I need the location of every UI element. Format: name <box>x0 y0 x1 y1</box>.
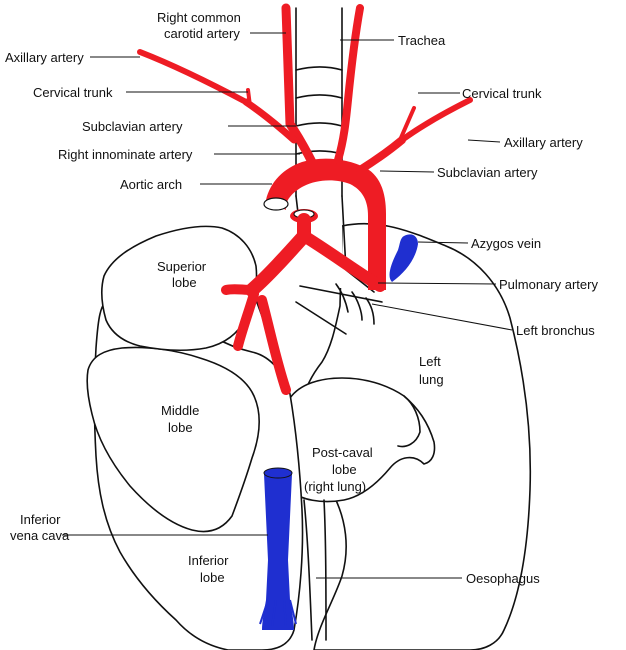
bronchus-ring-1 <box>335 283 349 313</box>
label-right-innominate-artery: Right innominate artery <box>58 147 193 162</box>
left-common-carotid-artery <box>334 4 364 164</box>
trachea-ring-3 <box>295 122 343 127</box>
right-pulmonary-branch-lower <box>257 295 291 395</box>
trachea-ring-1 <box>295 66 343 71</box>
label-post-caval-line1: Post-caval <box>312 445 373 460</box>
right-pulmonary-branch-upper <box>221 284 257 295</box>
label-aortic-arch: Aortic arch <box>120 177 182 192</box>
label-subclavian-artery-right-side: Subclavian artery <box>437 165 538 180</box>
label-superior-lobe-line2: lobe <box>172 275 197 290</box>
label-inferior-lobe-line1: Inferior <box>188 553 229 568</box>
labels: Right common carotid artery Trachea Axil… <box>5 10 598 586</box>
vena-cava-branches <box>259 599 297 627</box>
leader-axillary-right-side <box>467 139 501 143</box>
oesophagus-right-wall <box>323 499 327 641</box>
label-post-caval-line2: lobe <box>332 462 357 477</box>
left-axillary-artery <box>399 97 473 143</box>
inferior-vena-cava-shape <box>262 469 294 630</box>
oesophagus-left-wall <box>303 499 313 641</box>
right-pulmonary-branch-middle <box>233 289 259 351</box>
trachea-ring-2 <box>295 94 343 99</box>
right-innominate-artery <box>281 3 319 171</box>
label-right-common-carotid-line1: Right common <box>157 10 241 25</box>
right-axillary-artery <box>137 49 249 105</box>
inferior-vena-cava-cut-end <box>263 467 293 479</box>
right-pulmonary-artery <box>245 229 311 297</box>
leader-azygos-vein <box>417 241 469 244</box>
label-trachea: Trachea <box>398 33 446 48</box>
left-cervical-trunk <box>398 106 416 142</box>
venous-structures <box>259 234 418 630</box>
left-bronchus-upper-wall <box>299 285 383 303</box>
left-subclavian-artery <box>356 136 406 174</box>
label-oesophagus: Oesophagus <box>466 571 540 586</box>
leader-left-bronchus <box>371 303 513 331</box>
label-middle-lobe-line2: lobe <box>168 420 193 435</box>
arterial-tree <box>137 3 473 395</box>
label-left-lung-line1: Left <box>419 354 441 369</box>
label-post-caval-line3: (right lung) <box>304 479 366 494</box>
bronchus-ring-2 <box>351 291 363 321</box>
label-axillary-artery-right-side: Axillary artery <box>504 135 583 150</box>
right-cervical-trunk <box>246 88 252 108</box>
label-inferior-vena-cava-line2: vena cava <box>10 528 70 543</box>
label-pulmonary-artery: Pulmonary artery <box>499 277 598 292</box>
leader-pulmonary-artery <box>377 282 497 285</box>
label-inferior-vena-cava-line1: Inferior <box>20 512 61 527</box>
label-subclavian-artery-left-side: Subclavian artery <box>82 119 183 134</box>
label-right-common-carotid-line2: carotid artery <box>164 26 240 41</box>
left-bronchus-lower-wall <box>295 301 347 335</box>
label-azygos-vein: Azygos vein <box>471 236 541 251</box>
label-axillary-artery-left-side: Axillary artery <box>5 50 84 65</box>
post-caval-fold-line <box>397 395 421 448</box>
label-cervical-trunk-right-side: Cervical trunk <box>462 86 542 101</box>
label-cervical-trunk-left-side: Cervical trunk <box>33 85 113 100</box>
label-inferior-lobe-line2: lobe <box>200 570 225 585</box>
aortic-arch-cut-end <box>263 197 289 211</box>
label-middle-lobe-line1: Middle <box>161 403 199 418</box>
label-left-bronchus: Left bronchus <box>516 323 595 338</box>
bronchus-ring-3 <box>365 297 375 325</box>
azygos-vein-shape <box>389 234 418 282</box>
oesophagus <box>303 499 327 641</box>
label-left-lung-line2: lung <box>419 372 444 387</box>
left-pulmonary-artery <box>298 230 386 292</box>
label-superior-lobe-line1: Superior <box>157 259 207 274</box>
left-bronchus <box>295 283 383 335</box>
leader-lines <box>62 32 513 579</box>
leader-subclavian-right-side <box>379 170 435 173</box>
